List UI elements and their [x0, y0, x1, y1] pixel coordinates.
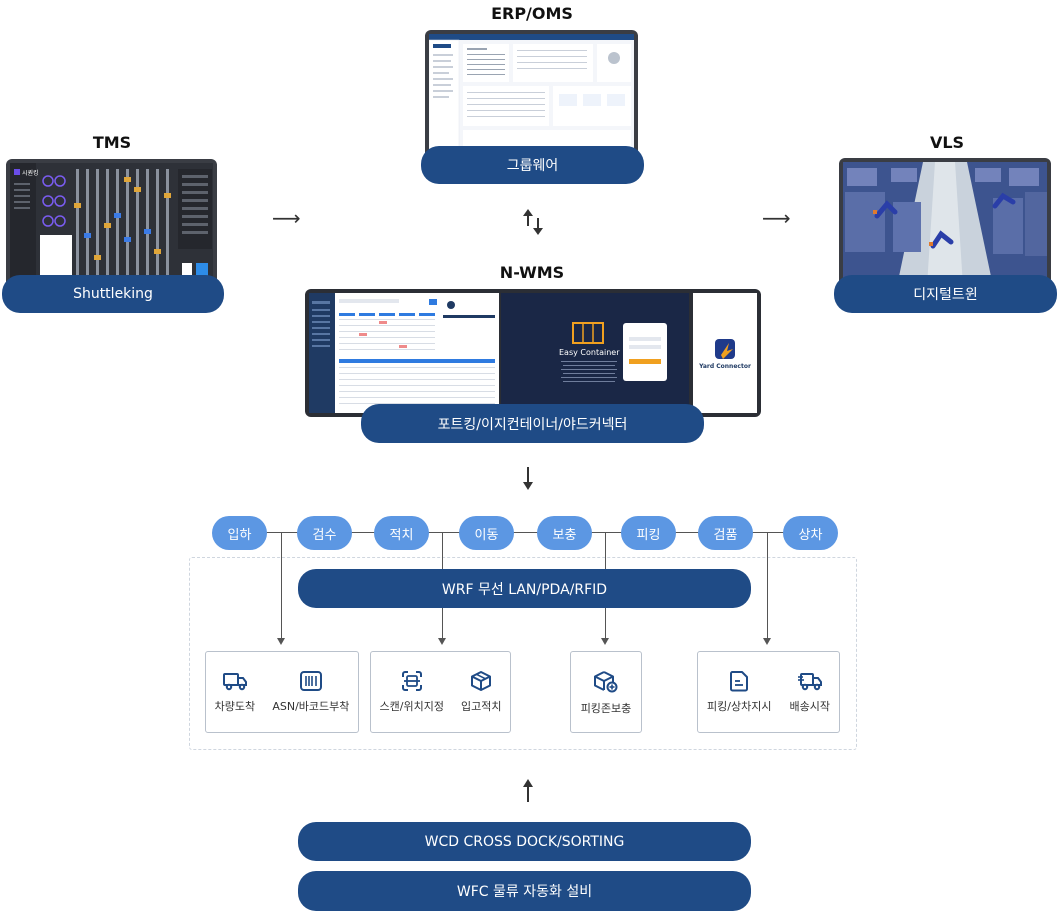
step-replenish: 보충 — [537, 516, 592, 550]
nwms-heading: N-WMS — [499, 263, 565, 282]
step-putaway: 적치 — [374, 516, 429, 550]
erp-label-pill: 그룹웨어 — [421, 146, 644, 184]
card-item-inbound-putaway: 입고적치 — [461, 670, 501, 714]
box-refill-icon — [593, 671, 618, 693]
nwms-label-pill: 포트킹/이지컨테이너/야드커넥터 — [361, 404, 704, 443]
card-label-pickzone-replenish: 피킹존보충 — [580, 702, 632, 715]
vls-screenshot — [839, 158, 1051, 290]
nwms-down-arrow — [523, 467, 533, 490]
barcode-icon — [299, 671, 322, 691]
tms-screenshot: 시퀀킹 — [6, 159, 217, 289]
card-item-delivery-start: 배송시작 — [789, 670, 830, 714]
vls-heading: VLS — [929, 133, 965, 152]
connector-3-arrow — [601, 638, 609, 645]
wfc-bar: WFC 물류 자동화 설비 — [298, 871, 751, 911]
yard-connector-screen: Yard Connector — [693, 293, 757, 413]
connector-4 — [767, 532, 768, 640]
card-shipping: 피킹/상차지시 배송시작 — [697, 651, 840, 733]
easy-container-screen: Easy Container — [501, 293, 689, 413]
tms-app-title: 시퀀킹 — [22, 169, 39, 177]
card-item-asn-barcode: ASN/바코드부착 — [272, 670, 349, 714]
card-label-scan-location: 스캔/위치지정 — [379, 700, 444, 713]
step-move: 이동 — [459, 516, 514, 550]
card-label-inbound-putaway: 입고적치 — [460, 700, 502, 713]
step-inbound: 입하 — [212, 516, 267, 550]
card-arrival: 차량도착 ASN/바코드부착 — [205, 651, 359, 733]
document-icon — [730, 671, 749, 692]
nwms-to-vls-arrow: ⟶ — [762, 206, 791, 230]
card-label-picking-loading-order: 피킹/상차지시 — [707, 700, 772, 713]
wcd-up-arrow — [523, 779, 533, 802]
wrf-bar: WRF 무선 LAN/PDA/RFID — [298, 569, 751, 608]
connector-2-arrow — [438, 638, 446, 645]
process-container — [189, 557, 857, 750]
step-inspection: 검수 — [297, 516, 352, 550]
scan-icon — [401, 671, 422, 691]
card-item-scan-location: 스캔/위치지정 — [380, 670, 444, 714]
card-label-asn-barcode: ASN/바코드부착 — [272, 700, 350, 713]
card-label-vehicle-arrival: 차량도착 — [214, 700, 256, 713]
nwms-screenshot: Easy Container Yard Connector — [305, 289, 761, 417]
card-item-picking-loading-order: 피킹/상차지시 — [707, 670, 771, 714]
card-item-vehicle-arrival: 차량도착 — [215, 670, 255, 714]
tms-to-nwms-arrow: ⟶ — [272, 206, 301, 230]
truck-icon — [222, 673, 247, 691]
yard-connector-title: Yard Connector — [699, 363, 751, 370]
delivery-truck-icon — [797, 673, 822, 691]
card-putaway: 스캔/위치지정 입고적치 — [370, 651, 511, 733]
box-icon — [471, 671, 492, 691]
connector-1-arrow — [277, 638, 285, 645]
process-line — [240, 532, 810, 533]
vls-label-pill: 디지털트윈 — [834, 275, 1057, 313]
connector-1 — [281, 532, 282, 640]
step-picking: 피킹 — [621, 516, 676, 550]
card-label-delivery-start: 배송시작 — [789, 700, 830, 713]
easy-container-title: Easy Container — [559, 348, 620, 357]
portking-screen — [309, 293, 499, 413]
erp-nwms-sync-icon — [523, 209, 543, 235]
wcd-bar: WCD CROSS DOCK/SORTING — [298, 822, 751, 861]
step-check: 검품 — [698, 516, 753, 550]
card-replenish: 피킹존보충 — [570, 651, 642, 733]
tms-label-pill: Shuttleking — [2, 275, 224, 313]
tms-heading: TMS — [92, 133, 132, 152]
card-item-pickzone-replenish: 피킹존보충 — [580, 670, 632, 716]
connector-4-arrow — [763, 638, 771, 645]
erp-heading: ERP/OMS — [491, 4, 573, 23]
step-loading: 상차 — [783, 516, 838, 550]
erp-screenshot — [425, 30, 638, 160]
